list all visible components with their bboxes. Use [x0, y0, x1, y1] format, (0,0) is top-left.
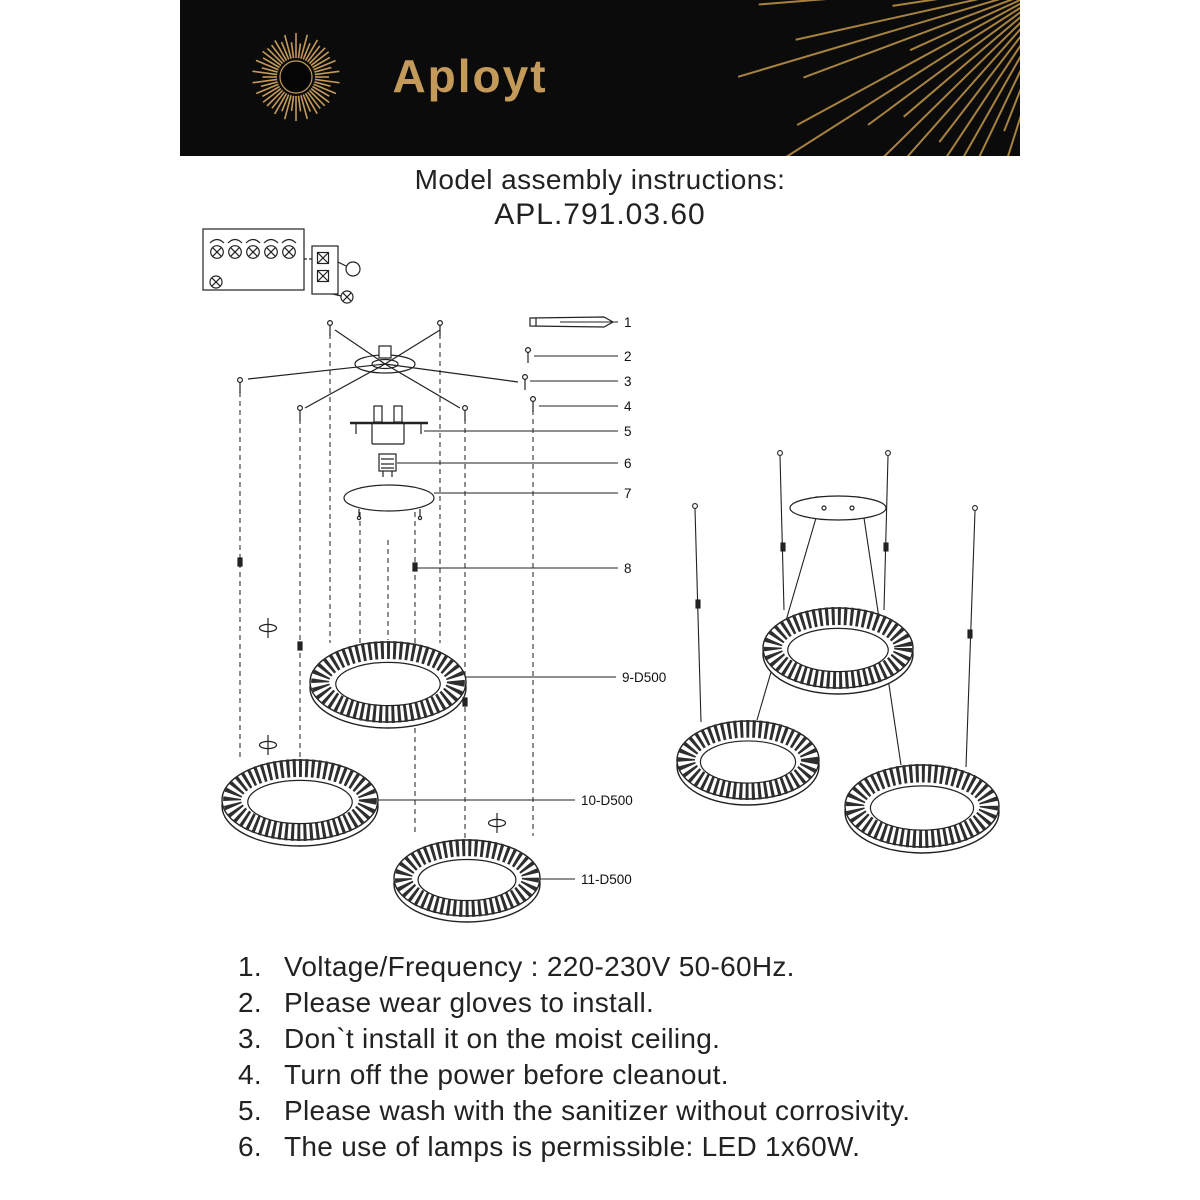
assembled-ring-right — [844, 763, 1000, 854]
ring-label-9: 9-D500 — [622, 670, 666, 685]
callout-label-3: 3 — [624, 374, 632, 389]
callout-label-4: 4 — [624, 399, 632, 414]
ring-label-11: 11-D500 — [581, 872, 632, 887]
model-number: APL.791.03.60 — [494, 198, 706, 231]
callout-label-8: 8 — [624, 561, 632, 576]
instruction-text: The use of lamps is permissible: LED 1x6… — [284, 1131, 861, 1162]
instruction-item-2: 2. Please wear gloves to install. — [238, 985, 910, 1021]
rod-part — [529, 316, 615, 328]
sunray-decor-icon — [737, 0, 1020, 156]
instruction-item-1: 1. Voltage/Frequency : 220-230V 50-60Hz. — [238, 949, 910, 985]
instruction-text: Don`t install it on the moist ceiling. — [284, 1023, 721, 1054]
callout-label-2: 2 — [624, 349, 632, 364]
header-decor — [252, 0, 1020, 156]
callout-label-7: 7 — [624, 486, 632, 501]
assembled-canopy — [789, 495, 887, 521]
callout-label-1: 1 — [624, 315, 632, 330]
ring-11-d500 — [393, 839, 541, 923]
instruction-text: Please wear gloves to install. — [284, 987, 655, 1018]
instruction-text: Please wash with the sanitizer without c… — [284, 1095, 911, 1126]
assembled-ring-top — [762, 607, 914, 695]
instruction-number: 4. — [238, 1059, 262, 1090]
instruction-number: 3. — [238, 1023, 262, 1054]
instruction-item-4: 4. Turn off the power before cleanout. — [238, 1057, 910, 1093]
title-block: Model assembly instructions: APL.791.03.… — [0, 164, 1200, 232]
wiring-diagram — [202, 228, 361, 304]
exploded-parts — [237, 316, 615, 834]
instruction-item-3: 3. Don`t install it on the moist ceiling… — [238, 1021, 910, 1057]
instruction-item-5: 5. Please wash with the sanitizer withou… — [238, 1093, 910, 1129]
brand-name: Aployt — [392, 50, 548, 102]
instruction-number: 6. — [238, 1131, 262, 1162]
brand-header: Aployt — [180, 0, 1020, 156]
instruction-number: 2. — [238, 987, 262, 1018]
assembled-ring-left — [676, 720, 820, 806]
instructions-list: 1. Voltage/Frequency : 220-230V 50-60Hz.… — [238, 949, 910, 1165]
ring-10-d500 — [221, 759, 379, 847]
ring-label-10: 10-D500 — [581, 793, 633, 808]
instruction-item-6: 6. The use of lamps is permissible: LED … — [238, 1129, 910, 1165]
ring-9-d500 — [309, 641, 467, 729]
callout-label-6: 6 — [624, 456, 632, 471]
page-title: Model assembly instructions: — [414, 164, 786, 195]
instruction-text: Voltage/Frequency : 220-230V 50-60Hz. — [284, 951, 795, 982]
instruction-number: 1. — [238, 951, 262, 982]
instruction-text: Turn off the power before cleanout. — [284, 1059, 729, 1090]
starburst-logo-icon — [252, 33, 340, 121]
instruction-number: 5. — [238, 1095, 262, 1126]
callout-leaders — [378, 321, 618, 880]
callout-label-5: 5 — [624, 424, 632, 439]
